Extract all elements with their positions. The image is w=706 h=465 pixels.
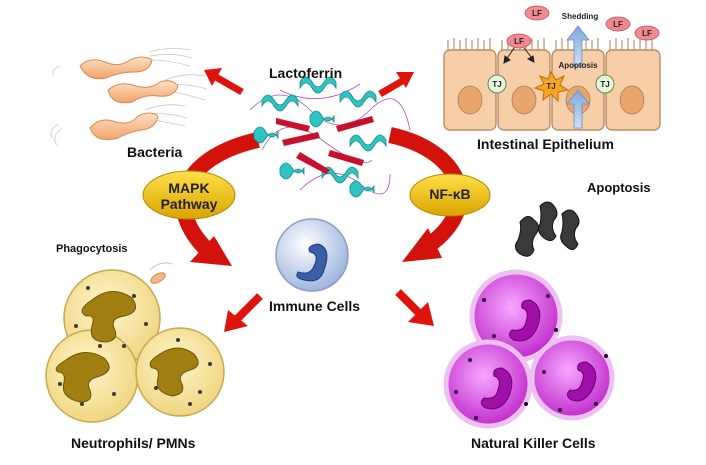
bacteria-label: Bacteria (127, 144, 183, 160)
nk-cell-icon (443, 269, 615, 429)
phagocytosis-label: Phagocytosis (56, 243, 128, 255)
immune-cell-icon (275, 218, 349, 292)
mapk-line-2: Pathway (160, 196, 218, 212)
apoptosis-label: Apoptosis (587, 180, 651, 195)
lf-label-1: LF (532, 9, 542, 18)
protein-structure-icon (249, 76, 411, 198)
phagocytosis-bacterium-icon (149, 262, 173, 284)
lf-label-3: LF (613, 20, 623, 29)
arrow-to-bacteria (204, 68, 244, 96)
nfkb-text: NF-κB (429, 186, 471, 202)
arrow-to-epithelium (378, 72, 414, 98)
mapk-line-1: MAPK (168, 180, 210, 196)
immune-cells-label: Immune Cells (269, 298, 361, 314)
arrow-to-neutrophils (224, 293, 263, 332)
neutrophil-cell-icon (45, 269, 225, 423)
apoptotic-body-icon (514, 201, 580, 257)
tj-label-1: TJ (492, 80, 501, 89)
mapk-pathway-pill (142, 170, 236, 220)
tj-label-2: TJ (600, 80, 609, 89)
neutrophils-label: Neutrophils/ PMNs (71, 435, 196, 451)
epithelial-cell-icon (443, 5, 661, 131)
epithelium-apoptosis-label: Apoptosis (558, 61, 598, 70)
lf-label-4: LF (642, 29, 652, 38)
nk-cells-label: Natural Killer Cells (471, 435, 596, 451)
mapk-pathway-text: MAPK Pathway (143, 180, 235, 212)
bacteria-icon (50, 48, 208, 147)
intestinal-epithelium-label: Intestinal Epithelium (477, 136, 614, 152)
nfkb-pathway-pill (409, 173, 491, 217)
lf-label-2: LF (514, 37, 524, 46)
arrow-to-nk-cells (395, 289, 434, 326)
shedding-label: Shedding (562, 12, 599, 21)
tj-label-3: TJ (546, 82, 555, 91)
lactoferrin-label: Lactoferrin (269, 65, 343, 81)
